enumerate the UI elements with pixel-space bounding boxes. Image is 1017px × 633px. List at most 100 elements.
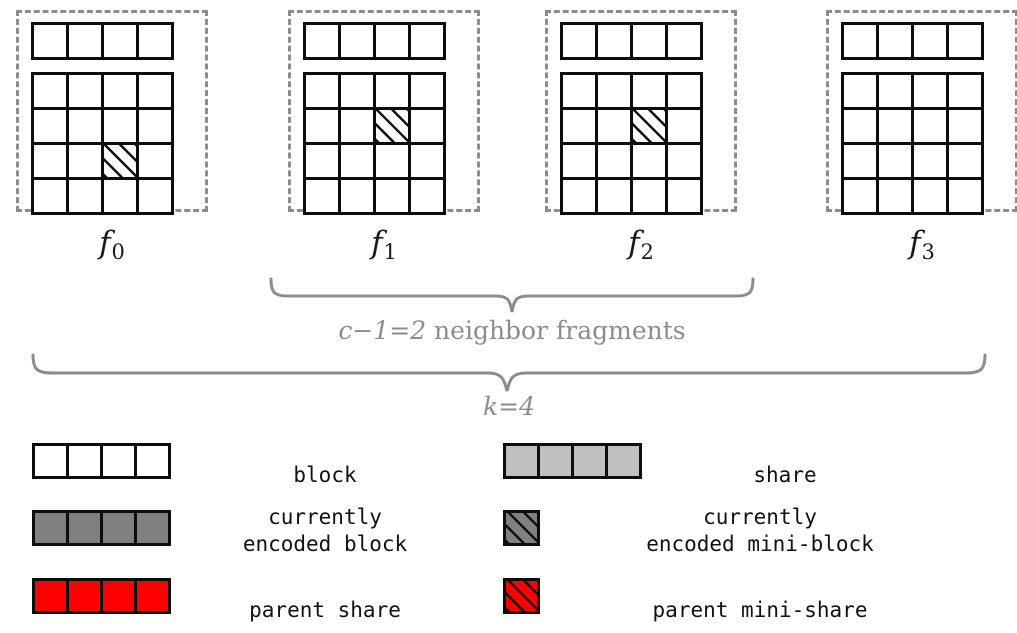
fragment-label-base: f [99, 225, 111, 261]
fragment-f2: f2 [545, 0, 767, 280]
legend-label-block: block [293, 463, 357, 487]
matrix-cell-r3-c0 [306, 180, 338, 212]
legend-label-encoded-mini-block: currently encoded mini-block [570, 504, 950, 558]
matrix-cell-r0-c0 [306, 75, 338, 107]
matrix-cell-r3-c2 [104, 180, 136, 212]
matrix-cell-r2-c3 [139, 145, 171, 177]
matrix-cell-r0-c0 [34, 75, 66, 107]
matrix-cell-r2-c1 [879, 145, 911, 177]
matrix-cell-r3-c1 [879, 180, 911, 212]
fragment-label-subscript: 3 [921, 239, 935, 264]
matrix-cell-r0-c1 [879, 75, 911, 107]
matrix-cell-r0-c0 [563, 75, 595, 107]
fragment-label: f3 [826, 225, 1017, 264]
legend-cell-2 [574, 446, 605, 476]
fragment-label: f1 [288, 225, 480, 264]
brace-k-path [31, 353, 987, 392]
matrix-cell-r1-c0 [844, 110, 876, 142]
matrix-cell-r2-c0 [563, 145, 595, 177]
legend-cell-1 [540, 446, 571, 476]
legend-cell-1 [69, 513, 100, 543]
matrix-cell-r2-c2 [633, 145, 665, 177]
matrix-cell-r0-c3 [668, 75, 700, 107]
fragment-share-row [560, 22, 703, 60]
matrix-cell-r0-c1 [598, 75, 630, 107]
matrix-cell-r2-c2 [104, 145, 136, 177]
share-row-cell-0 [306, 25, 338, 57]
brace-neighbor-caption: c−1=2 neighbor fragments [268, 316, 756, 345]
legend-label-encoded-mini-block-line1: currently [703, 505, 817, 529]
matrix-cell-r3-c0 [34, 180, 66, 212]
share-row-cell-2 [633, 25, 665, 57]
fragment-label: f2 [545, 225, 737, 264]
brace-neighbor-caption-math: c−1=2 [338, 316, 427, 345]
legend-cell-0 [506, 446, 537, 476]
legend-cell-0 [35, 513, 66, 543]
fragment-matrix [560, 72, 703, 215]
legend-cell-2 [103, 446, 134, 476]
fragment-f3: f3 [826, 0, 1017, 280]
share-row-cell-1 [341, 25, 373, 57]
fragment-label-subscript: 1 [383, 239, 397, 264]
share-row-cell-2 [914, 25, 946, 57]
matrix-cell-r3-c1 [341, 180, 373, 212]
matrix-cell-r0-c2 [914, 75, 946, 107]
share-row-cell-2 [376, 25, 408, 57]
share-row-cell-1 [69, 25, 101, 57]
matrix-cell-r2-c1 [341, 145, 373, 177]
fragment-label-subscript: 2 [640, 239, 654, 264]
legend-cell-1 [69, 446, 100, 476]
share-row-cell-3 [949, 25, 981, 57]
matrix-cell-r1-c2 [633, 110, 665, 142]
matrix-cell-r2-c2 [376, 145, 408, 177]
legend-swatch-share [503, 443, 642, 479]
matrix-cell-r3-c0 [844, 180, 876, 212]
fragment-matrix [31, 72, 174, 215]
share-row-cell-0 [34, 25, 66, 57]
matrix-cell-r2-c3 [668, 145, 700, 177]
legend-label-parent-share: parent share [249, 598, 401, 622]
matrix-cell-r0-c0 [844, 75, 876, 107]
matrix-cell-r2-c0 [844, 145, 876, 177]
matrix-cell-r2-c0 [34, 145, 66, 177]
fragment-label-base: f [628, 225, 640, 261]
fragment-matrix [841, 72, 984, 215]
matrix-cell-r3-c2 [633, 180, 665, 212]
matrix-cell-r3-c1 [598, 180, 630, 212]
matrix-cell-r0-c3 [949, 75, 981, 107]
matrix-cell-r3-c0 [563, 180, 595, 212]
matrix-cell-r0-c2 [104, 75, 136, 107]
matrix-cell-r3-c3 [949, 180, 981, 212]
matrix-cell-r0-c2 [633, 75, 665, 107]
matrix-cell-r3-c2 [914, 180, 946, 212]
matrix-cell-r1-c2 [914, 110, 946, 142]
matrix-cell-r1-c1 [69, 110, 101, 142]
matrix-cell-r2-c0 [306, 145, 338, 177]
legend-label-parent-mini-share: parent mini-share [652, 598, 868, 622]
matrix-cell-r0-c1 [69, 75, 101, 107]
share-row-cell-3 [139, 25, 171, 57]
share-row-cell-1 [598, 25, 630, 57]
matrix-cell-r1-c3 [139, 110, 171, 142]
matrix-cell-r1-c1 [341, 110, 373, 142]
matrix-cell-r0-c3 [139, 75, 171, 107]
legend-cell-0 [506, 581, 537, 611]
legend-cell-2 [103, 581, 134, 611]
matrix-cell-r2-c3 [411, 145, 443, 177]
matrix-cell-r1-c3 [668, 110, 700, 142]
legend-swatch-encoded-block [32, 510, 171, 546]
matrix-cell-r1-c1 [598, 110, 630, 142]
legend-cell-0 [506, 513, 537, 543]
legend-swatch-block [32, 443, 171, 479]
share-row-cell-3 [668, 25, 700, 57]
legend-swatch-parent-share [32, 578, 171, 614]
matrix-cell-r0-c3 [411, 75, 443, 107]
legend-cell-0 [35, 446, 66, 476]
brace-k-caption-math: k=4 [482, 392, 535, 421]
fragment-share-row [31, 22, 174, 60]
legend-label-share: share [753, 463, 817, 487]
matrix-cell-r1-c0 [563, 110, 595, 142]
legend-cell-3 [608, 446, 639, 476]
matrix-cell-r0-c2 [376, 75, 408, 107]
matrix-cell-r1-c2 [104, 110, 136, 142]
